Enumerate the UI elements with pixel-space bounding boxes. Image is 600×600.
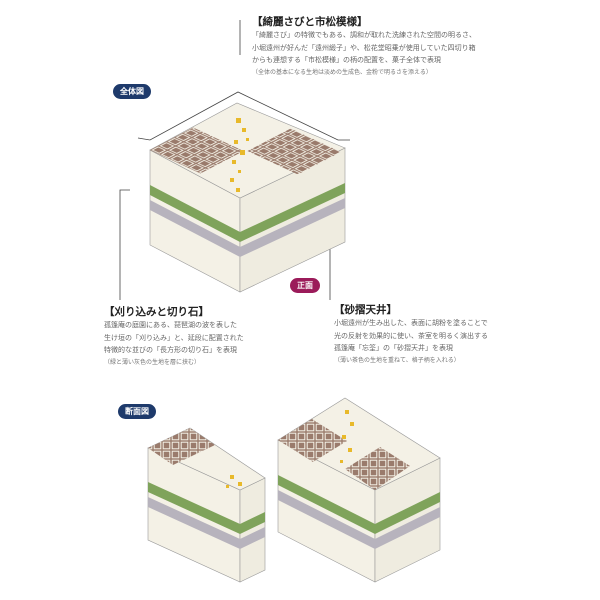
badge-overall: 全体図 [113,84,151,99]
gold-dust [230,118,249,192]
annotation-checker: 【綺麗さびと市松模様】 「綺麗さび」の特徴でもある、調和が取れた洗練された空間の… [252,14,476,78]
annotation-ceiling: 【砂摺天井】 小堀遠州が生み出した、表面に胡粉を塗ることで 光の反射を効果的に使… [334,302,488,366]
checker-pattern [150,127,342,175]
section-cube-right [277,397,441,583]
annotation-line: 小堀遠州が生み出した、表面に胡粉を塗ることで [334,319,488,327]
annotation-line: 特徴的な並びの「長方形の切り石」を表現 [104,346,237,354]
annotation-note: （全体の基本になる生地は淡めの生成色、金粉で明るさを添える） [252,68,432,76]
annotation-note: （薄い茶色の生地を重ねて、格子柄を入れる） [334,356,460,364]
annotation-line: 孤篷庵の庭園にある、琵琶湖の波を表した [104,321,237,329]
annotation-line: 孤篷庵「忘筌」の「砂摺天井」を表現 [334,344,453,352]
annotation-line: 「綺麗さび」の特徴でもある、調和が取れた洗練された空間の明るさ、 [252,31,476,39]
badge-front: 正面 [290,278,320,293]
annotation-line: 生け垣の「刈り込み」と、延段に配置された [104,333,244,342]
annotation-title: 【綺麗さびと市松模様】 [252,16,368,28]
section-cube-left [147,427,266,583]
overall-cube [149,102,346,293]
annotation-line: 小堀遠州が好んだ「遠州緞子」や、松花堂昭乗が使用していた四切り箱 [252,43,476,52]
annotation-title: 【刈り込みと切り石】 [104,306,209,318]
annotation-hedge: 【刈り込みと切り石】 孤篷庵の庭園にある、琵琶湖の波を表した 生け垣の「刈り込み… [104,304,244,368]
annotation-line: 光の反射を効果的に使い、茶室を明るく演出する [334,331,488,340]
annotation-note: （緑と薄い灰色の生地を層に挟む） [104,358,201,366]
annotation-line: からも連想する「市松模様」の柄の配置を、菓子全体で表現 [252,56,441,64]
badge-section: 断面図 [118,404,156,419]
annotation-title: 【砂摺天井】 [334,304,397,316]
